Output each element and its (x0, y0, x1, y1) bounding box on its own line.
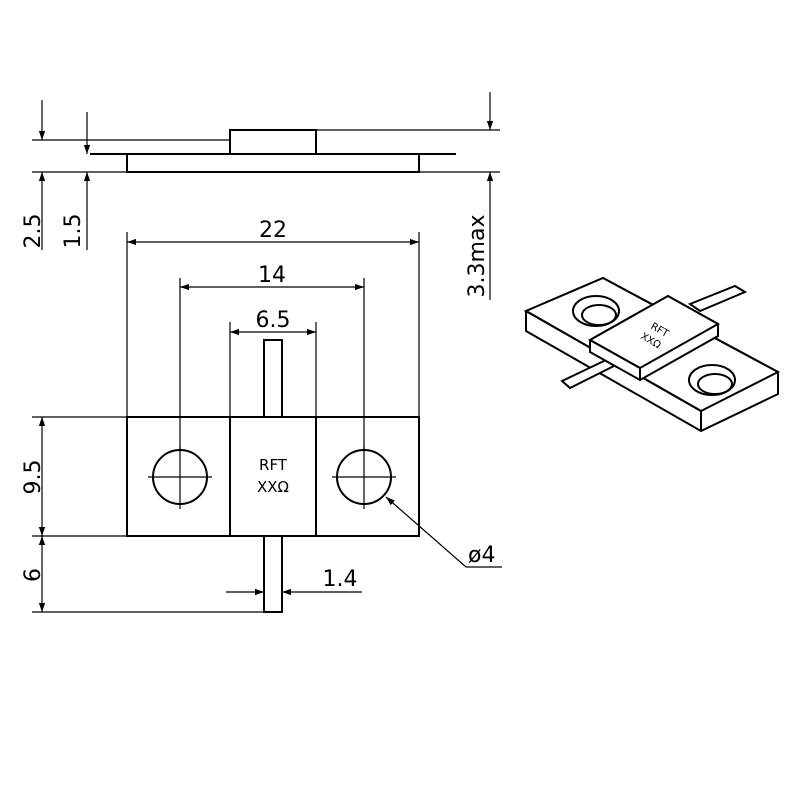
dim-hole-diameter: ø4 (468, 543, 495, 568)
iso-hole-left-inner (581, 304, 617, 326)
mounting-hole-left (148, 445, 212, 509)
isometric-view: RFT XXΩ (523, 276, 781, 433)
top-body (229, 416, 317, 537)
side-flange (126, 153, 420, 173)
top-lead (263, 339, 283, 418)
iso-lead-right (687, 284, 748, 313)
side-body (229, 129, 317, 155)
iso-hole-left (572, 295, 620, 327)
iso-hole-right-inner (697, 373, 733, 395)
top-view: RFT XXΩ 22 14 6.5 9.5 6 1.4 (21, 218, 502, 613)
iso-body-edge (589, 339, 641, 380)
dim-lead-length: 6 (21, 568, 46, 582)
leader-line (385, 496, 467, 568)
dim-max-height: 3.3max (465, 215, 490, 298)
iso-flange-edge (525, 310, 702, 431)
dim-body-width: 6.5 (256, 308, 291, 333)
dim-hole-spacing: 14 (258, 263, 286, 288)
body-marking-line2: XXΩ (257, 478, 289, 496)
dim-lead-width: 1.4 (323, 567, 358, 592)
mounting-hole-right (332, 445, 396, 509)
dim-flange-thickness: 1.5 (61, 214, 86, 249)
side-view: 2.5 1.5 3.3max (21, 92, 500, 300)
body-marking-line1: RFT (259, 456, 288, 474)
bottom-lead (263, 535, 283, 613)
iso-hole-right (688, 364, 736, 396)
dim-flange-width: 22 (259, 218, 287, 243)
dim-total-thickness: 2.5 (21, 214, 46, 249)
dim-flange-height: 9.5 (21, 460, 46, 495)
